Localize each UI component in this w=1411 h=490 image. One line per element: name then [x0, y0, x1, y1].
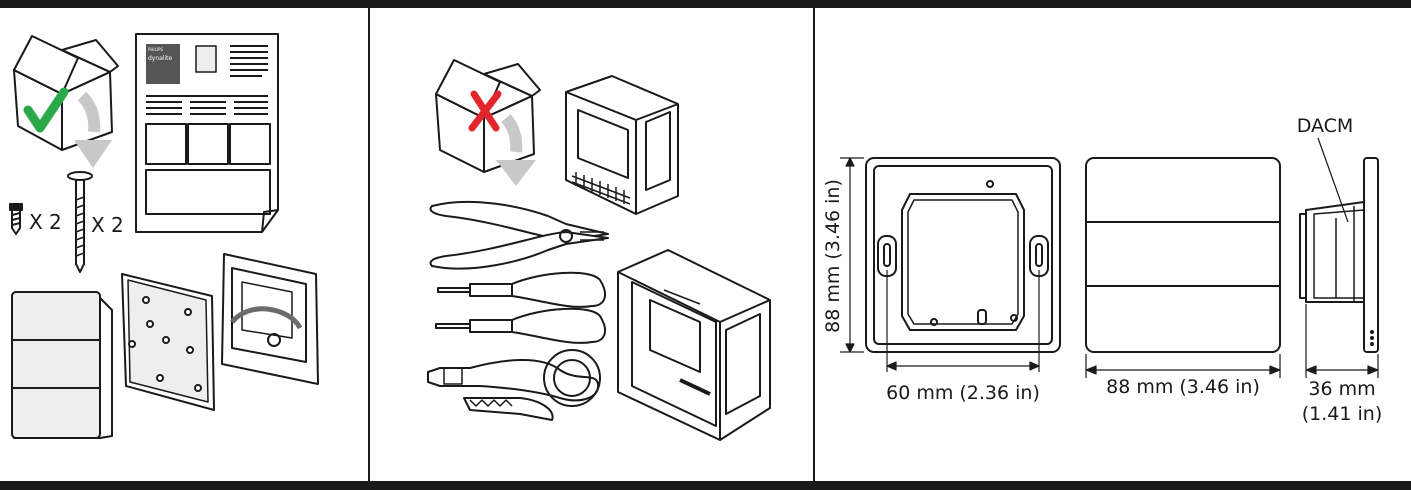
small-screw-quantity: X 2	[29, 210, 62, 234]
cross-icon	[468, 90, 502, 132]
small-screw-icon	[9, 203, 23, 235]
depth-mm-label: 36 mm	[1308, 378, 1375, 400]
dacm-label: DACM	[1297, 115, 1354, 137]
leaflet-brand-top: PHILIPS	[148, 47, 163, 52]
top-border	[0, 0, 1411, 8]
leaflet-logo	[146, 44, 180, 84]
panel-tools	[427, 59, 771, 441]
instruction-leaflet	[135, 33, 279, 233]
wall-mount-plate	[221, 253, 319, 385]
arrow-down-icon	[74, 140, 112, 168]
check-icon	[23, 87, 69, 133]
arrow-down-icon-2	[496, 160, 536, 186]
depth-in-label: (1.41 in)	[1302, 403, 1383, 425]
control-module	[121, 273, 215, 411]
open-box-icon	[13, 35, 119, 151]
phillips-screwdriver-icon	[437, 271, 607, 308]
side-view	[1299, 137, 1379, 353]
flat-screwdriver-icon	[435, 307, 607, 344]
open-box-icon-2	[435, 59, 541, 173]
mounting-plate-front	[865, 157, 1061, 353]
wall-box-icon	[617, 249, 771, 441]
module-unit	[565, 75, 679, 215]
long-screw-icon	[67, 171, 93, 273]
hole-spacing-label: 60 mm (2.36 in)	[886, 382, 1040, 404]
height-dimension-label: 88 mm (3.46 in)	[822, 179, 844, 333]
bottom-border	[0, 481, 1411, 490]
width-dimension-label: 88 mm (3.46 in)	[1106, 376, 1260, 398]
leaflet-brand-bottom: dynalite	[148, 55, 173, 62]
panel-dimensions	[840, 137, 1379, 378]
dacm-leader-line	[1317, 137, 1349, 223]
dimension-lines	[840, 157, 1379, 378]
wire-stripper-icon	[427, 349, 601, 421]
pliers-icon	[429, 200, 609, 270]
switch-front-plate	[11, 291, 113, 439]
long-screw-quantity: X 2	[91, 213, 124, 237]
panel-contents	[9, 33, 319, 439]
front-cover	[1085, 157, 1281, 353]
